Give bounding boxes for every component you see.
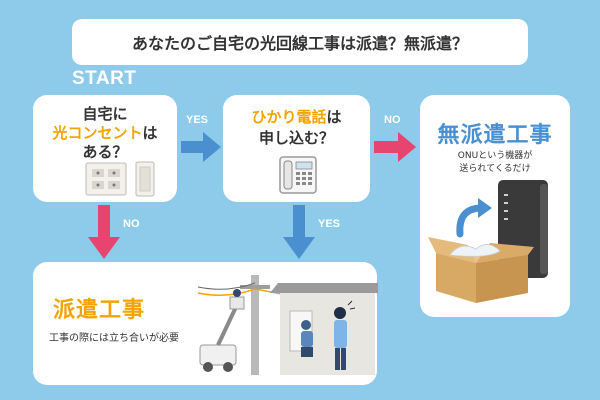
shipping-box-icon [428,237,534,303]
arrow-q2-to-no-dispatch [374,132,416,162]
no-dispatch-desc-line2: 送られてくるだけ [459,164,531,174]
result-no-dispatch: 無派遣工事 ONUという機器が 送られてくるだけ [420,95,570,317]
arrow-label-yes-down: YES [318,218,341,230]
q2-line1-tail: は [326,108,342,126]
wall-outlet-icon [85,162,127,196]
q1-line1: 自宅に [82,105,128,123]
arrow-q1-to-dispatch [88,205,120,259]
dispatch-title: 派遣工事 [53,298,146,323]
q1-highlight: 光コンセント [52,124,143,142]
telephone-icon [279,156,317,194]
arrow-label-yes-right: YES [186,114,209,126]
q2-highlight: ひかり電話 [251,108,327,126]
q1-line3: ある？ [82,143,128,161]
curved-arrow-icon [456,198,492,238]
no-dispatch-desc-line1: ONUという機器が [457,151,533,161]
arrow-label-no-down: NO [123,218,140,230]
no-dispatch-title: 無派遣工事 [437,123,553,148]
title-banner: あなたのご自宅の光回線工事は派遣？無派遣？ [72,19,528,65]
switch-plate-icon [135,161,155,197]
start-label: START [72,68,137,89]
diagram-title: あなたのご自宅の光回線工事は派遣？無派遣？ [131,34,468,53]
dispatch-desc: 工事の際には立ち合いが必要 [49,333,179,344]
arrow-label-no-right: NO [384,114,401,126]
result-dispatch: 派遣工事 工事の際には立ち合いが必要 [33,262,378,385]
question-hikari-phone: ひかり電話は 申し込む？ [223,95,370,202]
construction-scene-illustration [197,275,378,375]
arrow-q2-to-dispatch [283,205,315,259]
q1-line2-tail: は [142,124,158,142]
question-optical-outlet: 自宅に 光コンセントは ある？ [33,95,177,202]
arrow-q1-to-q2 [181,132,221,162]
q2-line2: 申し込む？ [258,129,334,147]
